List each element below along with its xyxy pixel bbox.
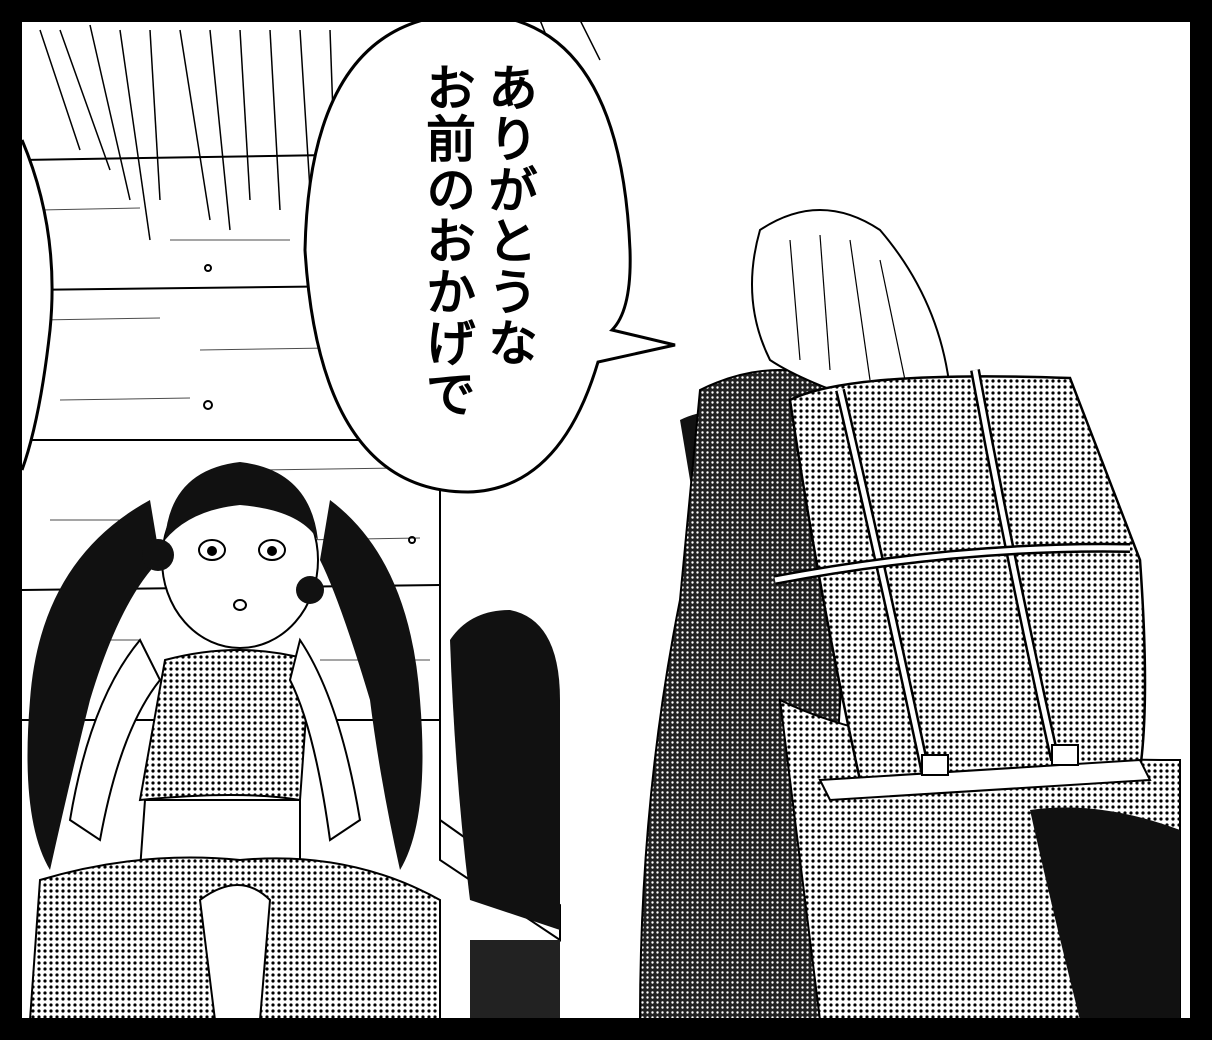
rider-character bbox=[638, 209, 1181, 1021]
speech-bubble-text: ありがとうな お前のおかげで bbox=[400, 62, 540, 462]
backpack bbox=[774, 369, 1152, 802]
speech-bubble bbox=[303, 12, 676, 494]
girl-character bbox=[27, 462, 441, 1021]
speech-line-1: ありがとうな bbox=[480, 62, 538, 368]
speech-line-2: お前のおかげで bbox=[418, 62, 476, 419]
partial-speech-bubble bbox=[20, 139, 54, 471]
post-shadow bbox=[450, 610, 560, 930]
